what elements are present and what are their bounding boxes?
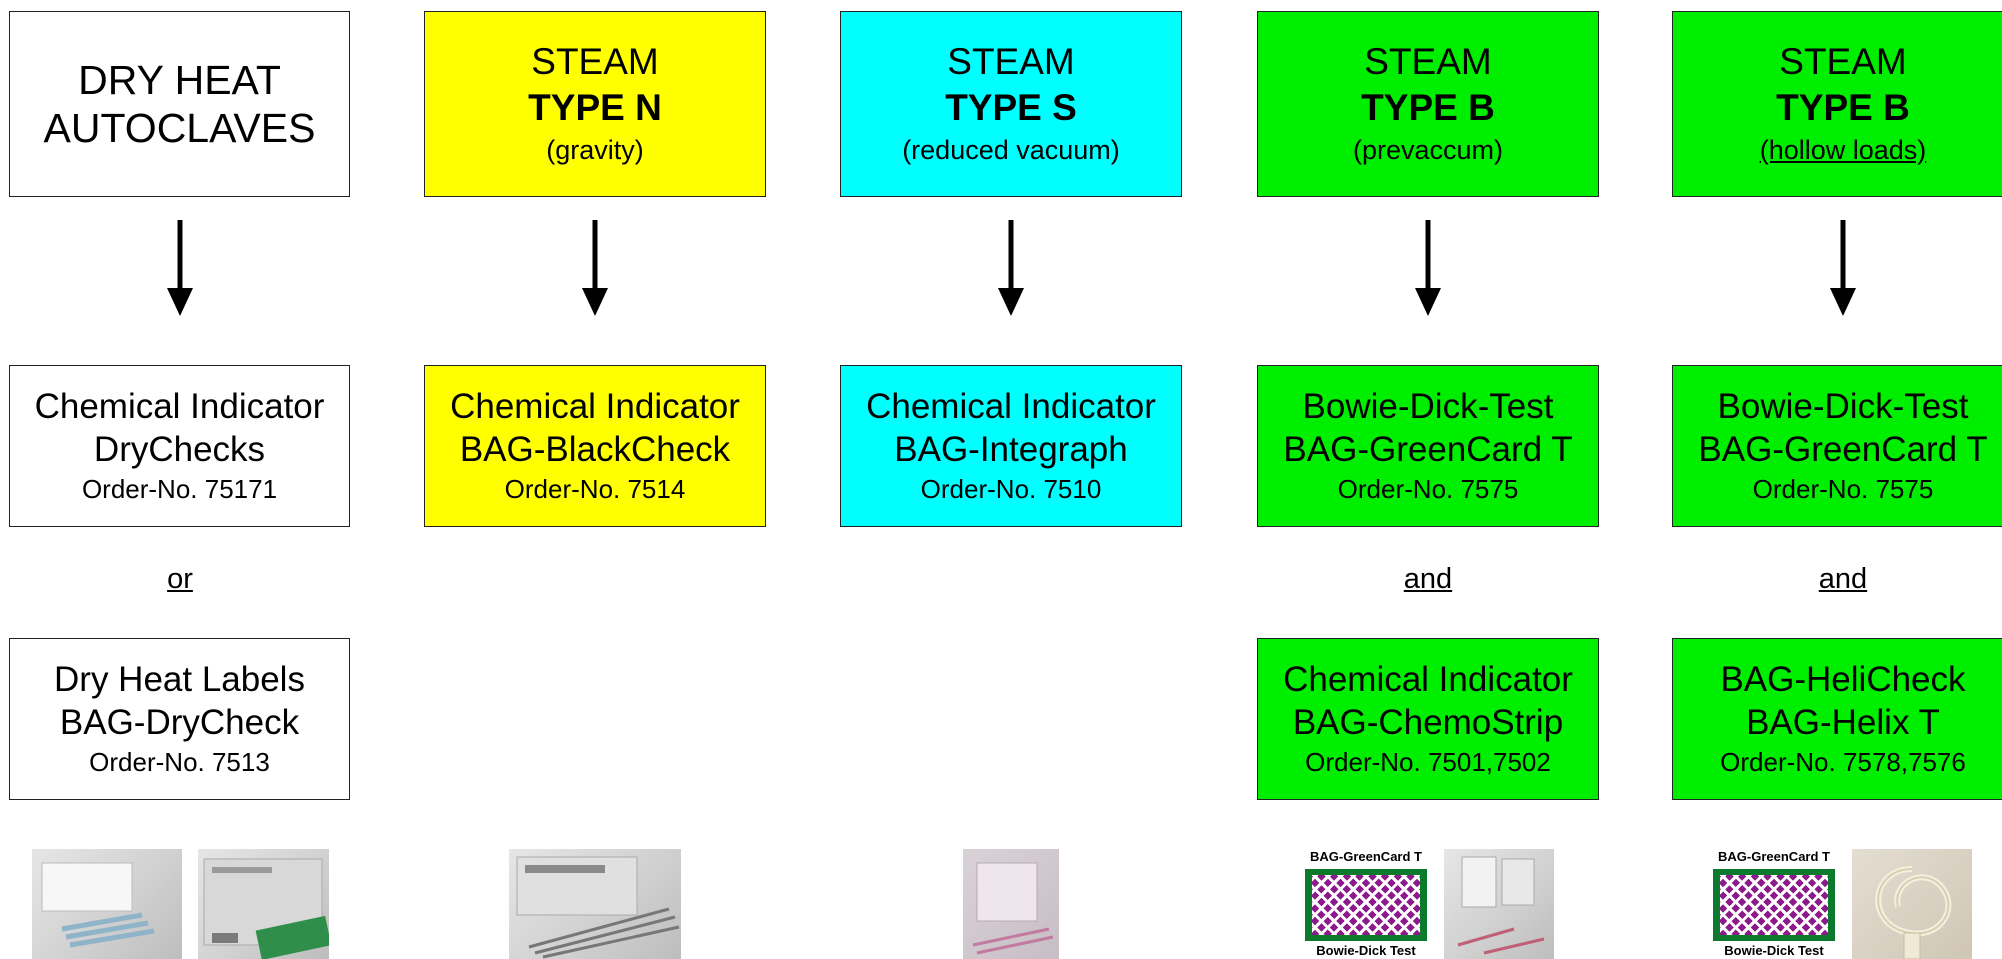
order-number: Order-No. 7510 <box>920 474 1102 504</box>
header-line: STEAM <box>1779 41 1907 82</box>
header-dry-heat-autoclaves: DRY HEAT AUTOCLAVES <box>9 11 350 197</box>
order-number: Order-No. 7513 <box>89 747 270 777</box>
header-subtitle: (gravity) <box>546 135 644 165</box>
product-box-helicheck: BAG-HeliCheck BAG-Helix T Order-No. 7578… <box>1672 638 2002 800</box>
greencard-test-sheet <box>1713 869 1835 941</box>
product-line: Chemical Indicator <box>450 387 740 426</box>
product-line: BAG-Integraph <box>894 430 1128 469</box>
product-line: Chemical Indicator <box>1283 660 1573 699</box>
greencard-image: BAG-GreenCard T Bowie-Dick Test <box>1710 849 1838 959</box>
greencard-title: BAG-GreenCard T <box>1718 849 1830 864</box>
greencard-test-sheet <box>1305 869 1427 941</box>
product-box-drycheck-labels: Dry Heat Labels BAG-DryCheck Order-No. 7… <box>9 638 350 800</box>
order-number: Order-No. 7501,7502 <box>1305 747 1551 777</box>
product-line: BAG-BlackCheck <box>459 430 731 469</box>
product-line: Dry Heat Labels <box>54 660 305 699</box>
product-box-greencard-t-hollow: Bowie-Dick-Test BAG-GreenCard T Order-No… <box>1672 365 2002 527</box>
header-steam-type-s: STEAM TYPE S (reduced vacuum) <box>840 11 1182 197</box>
product-photo-blackcheck <box>509 849 681 959</box>
product-line: BAG-DryCheck <box>59 703 300 742</box>
product-photo-chemostrip <box>1444 849 1554 959</box>
arrow-down-icon <box>1830 220 1856 316</box>
product-box-chemostrip: Chemical Indicator BAG-ChemoStrip Order-… <box>1257 638 1599 800</box>
header-line: DRY HEAT <box>78 57 281 103</box>
order-number: Order-No. 7578,7576 <box>1720 747 1966 777</box>
header-line: STEAM <box>531 41 659 82</box>
header-steam-type-n: STEAM TYPE N (gravity) <box>424 11 766 197</box>
product-line: Chemical Indicator <box>34 387 325 426</box>
product-photo-drycheck-labels <box>198 849 329 959</box>
greencard-caption: Bowie-Dick Test <box>1316 943 1416 958</box>
arrow-down-icon <box>167 220 193 316</box>
product-line: Bowie-Dick-Test <box>1302 387 1554 426</box>
product-line: DryChecks <box>93 430 266 469</box>
product-box-integraph: Chemical Indicator BAG-Integraph Order-N… <box>840 365 1182 527</box>
header-subtitle: (hollow loads) <box>1759 135 1927 165</box>
header-line: STEAM <box>1364 41 1492 82</box>
product-box-blackcheck: Chemical Indicator BAG-BlackCheck Order-… <box>424 365 766 527</box>
greencard-title: BAG-GreenCard T <box>1310 849 1422 864</box>
product-photo-integraph <box>963 849 1059 959</box>
header-subtitle: (reduced vacuum) <box>902 135 1120 165</box>
product-photo-helix <box>1852 849 1972 959</box>
arrow-down-icon <box>998 220 1024 316</box>
order-number: Order-No. 7575 <box>1752 474 1934 504</box>
order-number: Order-No. 75171 <box>81 474 278 504</box>
header-type: TYPE N <box>528 87 662 128</box>
connector-and: and <box>1818 563 1868 595</box>
header-line: AUTOCLAVES <box>43 105 316 151</box>
header-type: TYPE S <box>945 87 1077 128</box>
connector-and: and <box>1403 563 1453 595</box>
product-line: BAG-HeliCheck <box>1720 660 1966 699</box>
header-subtitle: (prevaccum) <box>1352 135 1504 165</box>
product-line: BAG-Helix T <box>1746 703 1940 742</box>
greencard-image: BAG-GreenCard T Bowie-Dick Test <box>1302 849 1430 959</box>
header-steam-type-b-hollow: STEAM TYPE B (hollow loads) <box>1672 11 2002 197</box>
order-number: Order-No. 7575 <box>1337 474 1519 504</box>
header-type: TYPE B <box>1361 87 1495 128</box>
greencard-caption: Bowie-Dick Test <box>1724 943 1824 958</box>
order-number: Order-No. 7514 <box>504 474 686 504</box>
product-line: BAG-ChemoStrip <box>1292 703 1564 742</box>
header-line: STEAM <box>947 41 1075 82</box>
product-line: Chemical Indicator <box>866 387 1156 426</box>
product-photo-drychecks <box>32 849 182 959</box>
arrow-down-icon <box>582 220 608 316</box>
header-type: TYPE B <box>1776 87 1910 128</box>
connector-or: or <box>167 563 193 595</box>
product-box-greencard-t: Bowie-Dick-Test BAG-GreenCard T Order-No… <box>1257 365 1599 527</box>
product-line: BAG-GreenCard T <box>1283 430 1573 469</box>
product-line: Bowie-Dick-Test <box>1717 387 1969 426</box>
arrow-down-icon <box>1415 220 1441 316</box>
header-steam-type-b-prevac: STEAM TYPE B (prevaccum) <box>1257 11 1599 197</box>
product-line: BAG-GreenCard T <box>1698 430 1988 469</box>
product-box-drychecks: Chemical Indicator DryChecks Order-No. 7… <box>9 365 350 527</box>
